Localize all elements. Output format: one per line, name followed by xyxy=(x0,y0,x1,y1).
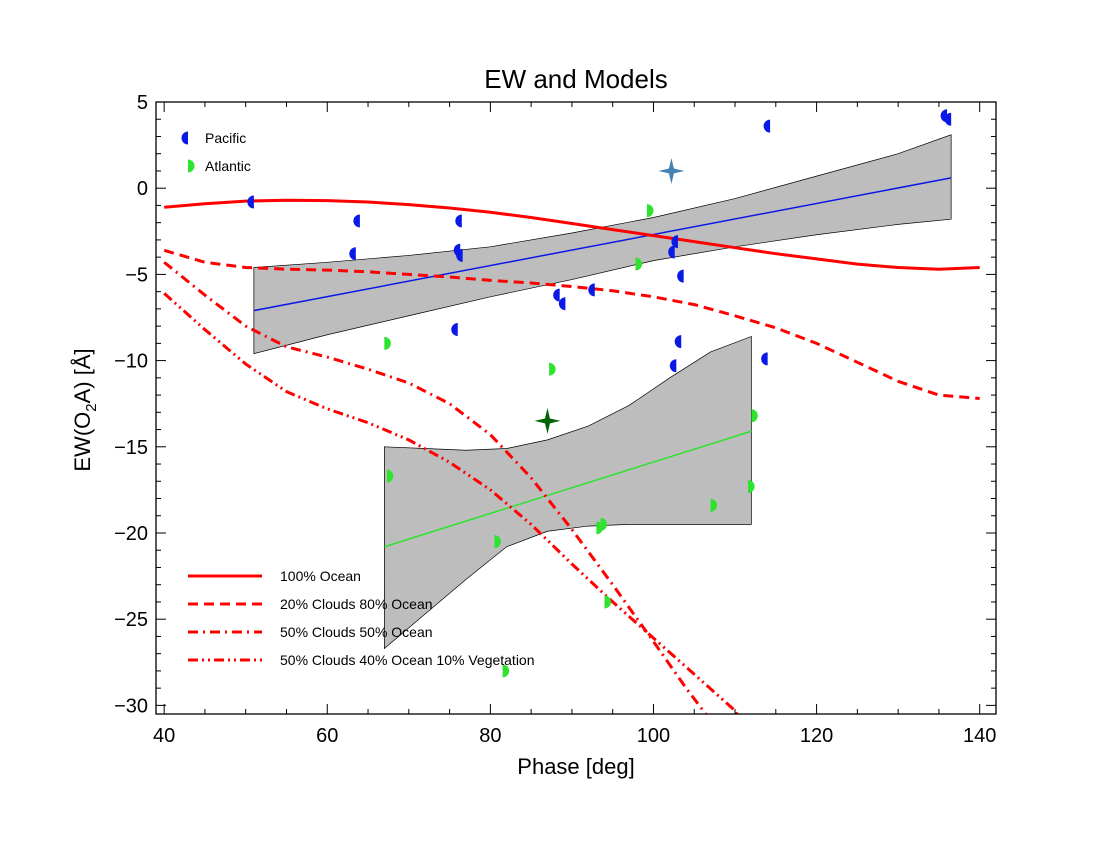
pacific-point-3 xyxy=(353,214,360,228)
atlantic-point-3 xyxy=(494,535,501,549)
pacific-point-13 xyxy=(671,235,678,249)
atlantic-point-2 xyxy=(386,469,394,483)
y-tick-label: −5 xyxy=(125,264,148,286)
atlantic-point-8 xyxy=(604,595,612,609)
y-axis-title-subscript: 2 xyxy=(83,403,100,411)
y-tick-label: 5 xyxy=(137,92,148,114)
x-tick-label: 120 xyxy=(800,725,833,747)
legend-label-model-1: 100% Ocean xyxy=(280,568,361,584)
star-marker-2 xyxy=(534,407,561,434)
axis-ticks: 40 60 80 100 120 140 5 0 −5 −10 −15 −20 −25 −30 xyxy=(114,92,996,747)
pacific-point-4 xyxy=(451,323,458,337)
pacific-point-17 xyxy=(763,119,771,133)
pacific-point-16 xyxy=(761,352,768,366)
atlantic-point-13 xyxy=(751,409,758,423)
legend-label-model-3: 50% Clouds 50% Ocean xyxy=(280,624,433,640)
pacific-point-9 xyxy=(558,297,566,311)
atlantic-point-5 xyxy=(549,362,556,376)
legend-label-atlantic: Atlantic xyxy=(205,158,251,174)
atlantic-point-11 xyxy=(710,498,718,512)
y-axis-title-suffix: A) [Å] xyxy=(70,348,95,403)
star-marker-1 xyxy=(658,158,685,184)
pacific-point-19 xyxy=(944,112,952,126)
legend-marker-atlantic xyxy=(188,159,195,173)
y-axis-title: EW(O2A) [Å] xyxy=(70,348,100,471)
legend-label-model-4: 50% Clouds 40% Ocean 10% Vegetation xyxy=(280,652,535,668)
model-curve-4 xyxy=(163,292,739,714)
atlantic-point-1 xyxy=(384,336,391,350)
x-axis-title: Phase [deg] xyxy=(517,754,634,779)
plot-content xyxy=(163,109,980,714)
legend-label-pacific: Pacific xyxy=(205,130,246,146)
x-tick-label: 140 xyxy=(963,725,996,747)
x-tick-label: 100 xyxy=(637,725,670,747)
pacific-point-12 xyxy=(669,359,677,373)
y-tick-label: −25 xyxy=(114,609,148,631)
model-legend: 100% Ocean 20% Clouds 80% Ocean 50% Clouds… xyxy=(188,568,535,668)
pacific-point-8 xyxy=(553,288,560,302)
legend-marker-pacific xyxy=(181,131,188,145)
fit-line-2 xyxy=(384,430,752,548)
y-tick-label: −15 xyxy=(114,437,148,459)
model-curve-2 xyxy=(163,248,980,400)
plot-frame xyxy=(155,101,997,715)
pacific-point-11 xyxy=(668,245,675,259)
y-tick-label: −10 xyxy=(114,351,148,373)
x-tick-label: 60 xyxy=(316,725,338,747)
x-tick-label: 40 xyxy=(153,725,175,747)
fit-line-1 xyxy=(253,177,952,312)
pacific-point-2 xyxy=(349,247,356,261)
y-axis-title-main: EW(O xyxy=(70,412,95,472)
pacific-point-15 xyxy=(677,269,684,283)
legend-label-model-2: 20% Clouds 80% Ocean xyxy=(280,596,433,612)
y-tick-label: −30 xyxy=(114,695,148,717)
confidence-band-2 xyxy=(384,335,752,650)
atlantic-point-10 xyxy=(646,204,654,218)
pacific-point-14 xyxy=(674,335,682,349)
model-curve-1 xyxy=(164,198,980,271)
x-tick-label: 80 xyxy=(479,725,501,747)
atlantic-point-12 xyxy=(748,479,755,493)
atlantic-point-4 xyxy=(502,664,510,678)
atlantic-point-9 xyxy=(635,257,643,271)
pacific-point-10 xyxy=(588,283,595,297)
pacific-point-6 xyxy=(455,214,462,228)
y-tick-label: −20 xyxy=(114,523,148,545)
atlantic-point-7 xyxy=(600,517,607,531)
pacific-point-7 xyxy=(456,248,463,262)
pacific-point-1 xyxy=(247,195,254,209)
y-tick-label: 0 xyxy=(137,178,148,200)
model-curve-3 xyxy=(163,261,708,714)
chart-title: EW and Models xyxy=(484,64,668,94)
